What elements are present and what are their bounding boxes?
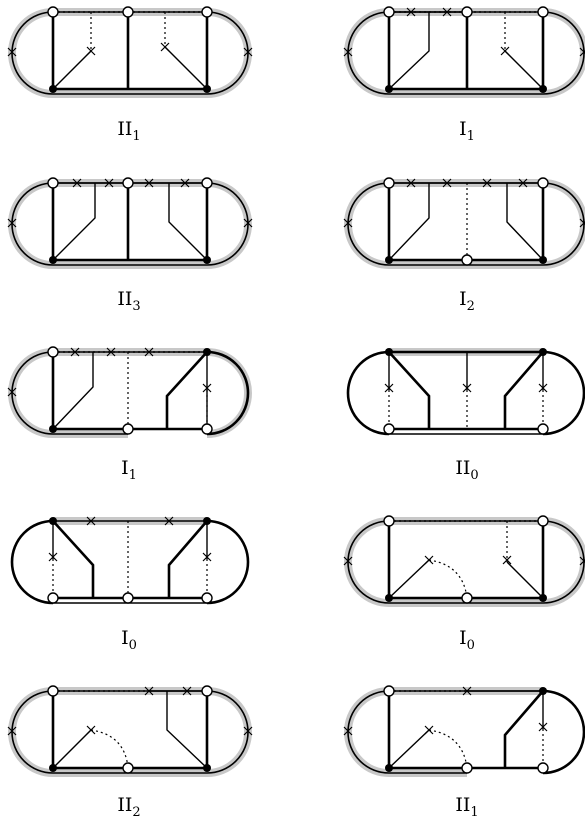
caption-base: II — [117, 794, 133, 816]
caption-base: I — [459, 118, 467, 140]
caption-base: I — [121, 627, 129, 649]
caption-subscript: 3 — [132, 298, 141, 314]
caption-subscript: 1 — [128, 467, 137, 483]
diagram-8 — [343, 515, 585, 603]
diagram-6 — [346, 348, 585, 436]
diagram-10 — [343, 685, 585, 777]
caption-base: II — [455, 457, 471, 479]
caption-base: I — [459, 288, 467, 310]
caption-7: I0 — [69, 627, 189, 653]
diagram-1 — [7, 6, 253, 94]
caption-6: II0 — [407, 457, 527, 483]
caption-base: II — [117, 118, 133, 140]
caption-subscript: 0 — [466, 637, 475, 653]
caption-base: I — [459, 627, 467, 649]
diagram-9 — [7, 685, 253, 773]
caption-base: I — [121, 457, 129, 479]
caption-subscript: 1 — [470, 804, 479, 820]
caption-9: II2 — [69, 794, 189, 820]
caption-subscript: 2 — [132, 804, 141, 820]
caption-base: II — [455, 794, 471, 816]
caption-subscript: 2 — [466, 298, 475, 314]
diagram-2 — [343, 6, 585, 94]
diagram-3 — [7, 177, 253, 265]
caption-3: II3 — [69, 288, 189, 314]
caption-subscript: 0 — [470, 467, 479, 483]
caption-8: I0 — [407, 627, 527, 653]
caption-subscript: 1 — [132, 128, 141, 144]
diagram-5 — [7, 346, 252, 438]
diagram-7 — [10, 516, 250, 605]
caption-5: I1 — [69, 457, 189, 483]
caption-subscript: 0 — [128, 637, 137, 653]
caption-1: II1 — [69, 118, 189, 144]
cross-marks — [7, 42, 253, 57]
caption-10: II1 — [407, 794, 527, 820]
caption-4: I2 — [407, 288, 527, 314]
caption-base: II — [117, 288, 133, 310]
diagram-4 — [343, 177, 585, 265]
caption-2: I1 — [407, 118, 527, 144]
caption-subscript: 1 — [466, 128, 475, 144]
